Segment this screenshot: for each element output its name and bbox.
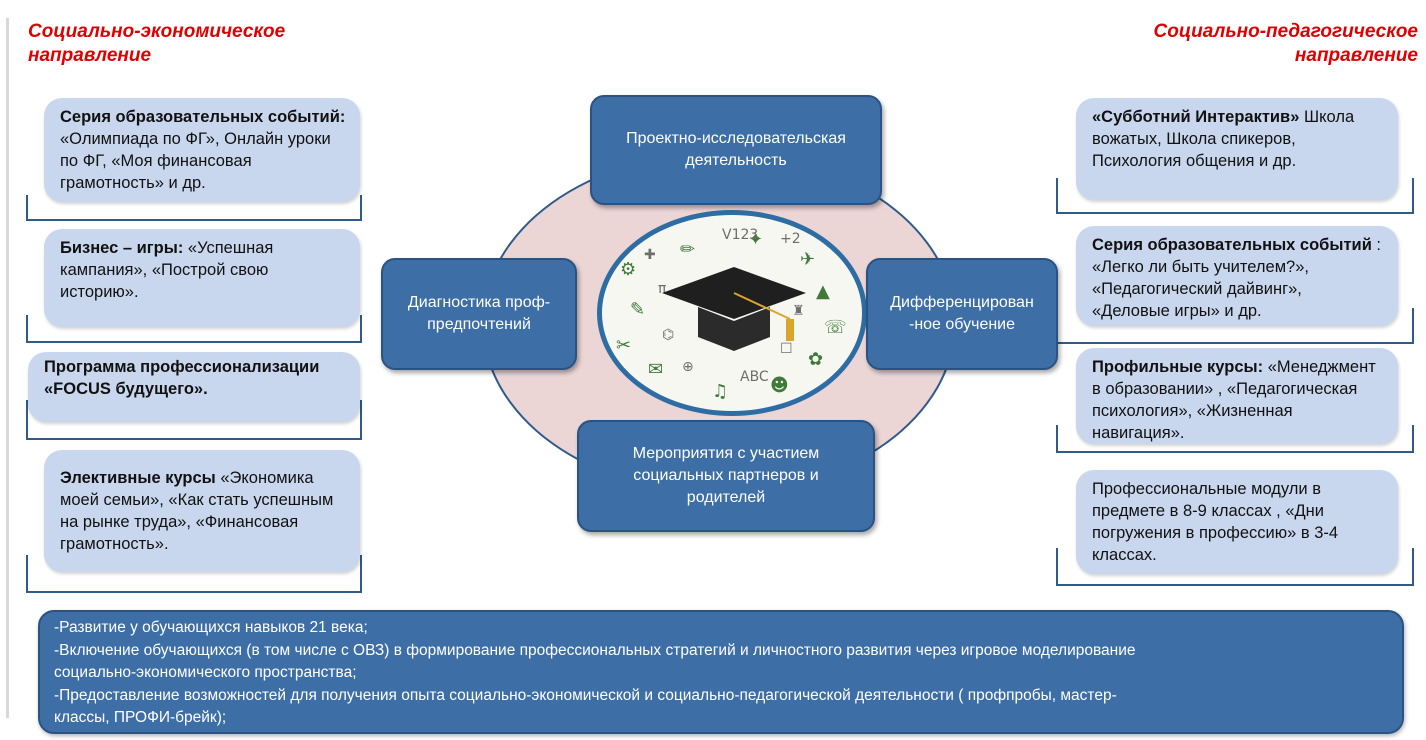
left-card-3-bold: Программа профессионализации «FOCUS буду… — [44, 358, 320, 398]
svg-text:π: π — [658, 281, 667, 297]
svg-text:✎: ✎ — [630, 299, 645, 320]
right-card-4-bracket — [1056, 548, 1414, 586]
box-differentiated-learning: Дифференцирован -ное обучение — [866, 258, 1058, 370]
box-diagnostics-line-1: Диагностика проф- — [407, 294, 551, 311]
right-card-2-text: : «Легко ли быть учителем?», «Педагогиче… — [1092, 236, 1382, 320]
left-card-business-games: Бизнес – игры: «Успешная кампания», «Пос… — [44, 229, 360, 327]
left-card-2-text: «Успешная кампания», «Построй свою истор… — [60, 239, 274, 301]
left-card-2-bold: Бизнес – игры: — [60, 239, 184, 257]
right-card-4-text: Профессиональные модули в предмете в 8-9… — [1092, 480, 1339, 564]
outcome-line-5: классы, ПРОФИ-брейк); — [54, 709, 227, 726]
left-card-4-bracket — [26, 555, 362, 593]
right-card-3-text: «Менеджмент в образовании» , «Педагогиче… — [1092, 358, 1376, 442]
svg-text:V123: V123 — [722, 227, 758, 243]
right-card-profile-courses: Профильные курсы: «Менеджмент в образова… — [1076, 348, 1398, 444]
svg-text:✂: ✂ — [616, 335, 631, 356]
svg-text:☐: ☐ — [780, 341, 793, 357]
svg-text:♜: ♜ — [792, 303, 805, 319]
svg-text:♫: ♫ — [712, 381, 728, 402]
box-project-research: Проектно-исследовательская деятельность — [590, 95, 882, 205]
box-partner-events: Мероприятия с участием социальных партне… — [577, 420, 875, 532]
svg-text:☏: ☏ — [824, 317, 847, 338]
outcomes-summary-box: -Развитие у обучающихся навыков 21 века;… — [38, 610, 1404, 734]
right-card-professional-modules: Профессиональные модули в предмете в 8-9… — [1076, 470, 1398, 574]
svg-text:✉: ✉ — [648, 359, 663, 380]
left-card-elective-courses: Элективные курсы «Экономика моей семьи»,… — [44, 450, 360, 572]
box-partner-events-line-2: социальных партнеров и — [633, 467, 819, 484]
svg-text:+2: +2 — [780, 231, 801, 247]
right-card-1-text: Школа вожатых, Школа спикеров, Психологи… — [1092, 108, 1355, 170]
right-card-2-bold: Серия образовательных событий — [1092, 236, 1372, 254]
svg-text:⚙: ⚙ — [620, 259, 636, 280]
left-card-focus-program: Программа профессионализации «FOCUS буду… — [28, 352, 360, 422]
left-card-education-events: Серия образовательных событий: «Олимпиад… — [44, 98, 360, 202]
left-direction-line-1: Социально-экономическое — [28, 21, 286, 42]
right-card-saturday-interactive: «Субботний Интерактив» Школа вожатых, Шк… — [1076, 98, 1398, 200]
right-card-3-bracket — [1056, 425, 1414, 453]
box-project-research-line-1: Проектно-исследовательская — [626, 130, 846, 147]
box-differentiated-line-1: Дифференцирован — [890, 294, 1034, 311]
svg-text:✈: ✈ — [800, 249, 815, 270]
box-partner-events-line-3: родителей — [686, 489, 766, 506]
left-card-4-text: «Экономика моей семьи», «Как стать успеш… — [60, 469, 334, 553]
outcome-line-3: социально-экономического пространства; — [54, 664, 357, 681]
left-card-3-bracket — [26, 400, 362, 440]
right-card-3-bold: Профильные курсы: — [1092, 358, 1264, 376]
outcome-line-2: -Включение обучающихся (в том числе с ОВ… — [54, 641, 1136, 659]
left-direction-line-2: направление — [28, 45, 152, 66]
box-project-research-line-2: деятельность — [685, 152, 787, 169]
svg-text:✦: ✦ — [748, 229, 763, 250]
left-card-2-bracket — [26, 315, 362, 343]
box-differentiated-line-2: -ное обучение — [908, 316, 1016, 333]
svg-text:☻: ☻ — [770, 375, 789, 396]
svg-text:⌬: ⌬ — [662, 327, 674, 343]
box-diagnostics: Диагностика проф- предпочтений — [381, 258, 577, 370]
left-card-4-bold: Элективные курсы — [60, 469, 216, 487]
svg-text:✚: ✚ — [644, 247, 656, 263]
right-direction-line-2: направление — [1294, 45, 1418, 66]
education-icons-collage: ⚙ ✎ ✂ ✉ ✏ ✈ ▲ ☏ ✿ ☻ ♫ ✦ π V123 +2 ⌬ ⊕ AB… — [616, 227, 847, 402]
right-card-1-bold: «Субботний Интерактив» — [1092, 108, 1300, 126]
svg-text:✿: ✿ — [808, 349, 823, 370]
right-direction-line-1: Социально-педагогическое — [1153, 21, 1419, 42]
outcome-line-1: -Развитие у обучающихся навыков 21 века; — [54, 619, 368, 636]
left-card-1-bracket — [26, 195, 362, 221]
left-direction-title: Социально-экономическое направление — [28, 20, 285, 68]
svg-text:▲: ▲ — [816, 281, 830, 302]
svg-text:ABC: ABC — [740, 369, 769, 385]
outcome-line-4: -Предоставление возможностей для получен… — [54, 686, 1117, 704]
left-card-1-bold: Серия образовательных событий: — [60, 108, 346, 126]
left-margin-rule — [6, 18, 9, 718]
svg-text:✏: ✏ — [680, 239, 695, 260]
box-partner-events-line-1: Мероприятия с участием — [632, 445, 820, 462]
left-card-1-text: «Олимпиада по ФГ», Онлайн уроки по ФГ, «… — [60, 130, 331, 192]
svg-text:⊕: ⊕ — [682, 359, 694, 375]
graduation-cap-illustration: ⚙ ✎ ✂ ✉ ✏ ✈ ▲ ☏ ✿ ☻ ♫ ✦ π V123 +2 ⌬ ⊕ AB… — [597, 210, 867, 416]
right-card-education-events: Серия образовательных событий : «Легко л… — [1076, 226, 1398, 326]
box-diagnostics-line-2: предпочтений — [427, 316, 531, 333]
right-direction-title: Социально-педагогическое направление — [1154, 20, 1419, 68]
right-card-1-bracket — [1056, 178, 1414, 214]
